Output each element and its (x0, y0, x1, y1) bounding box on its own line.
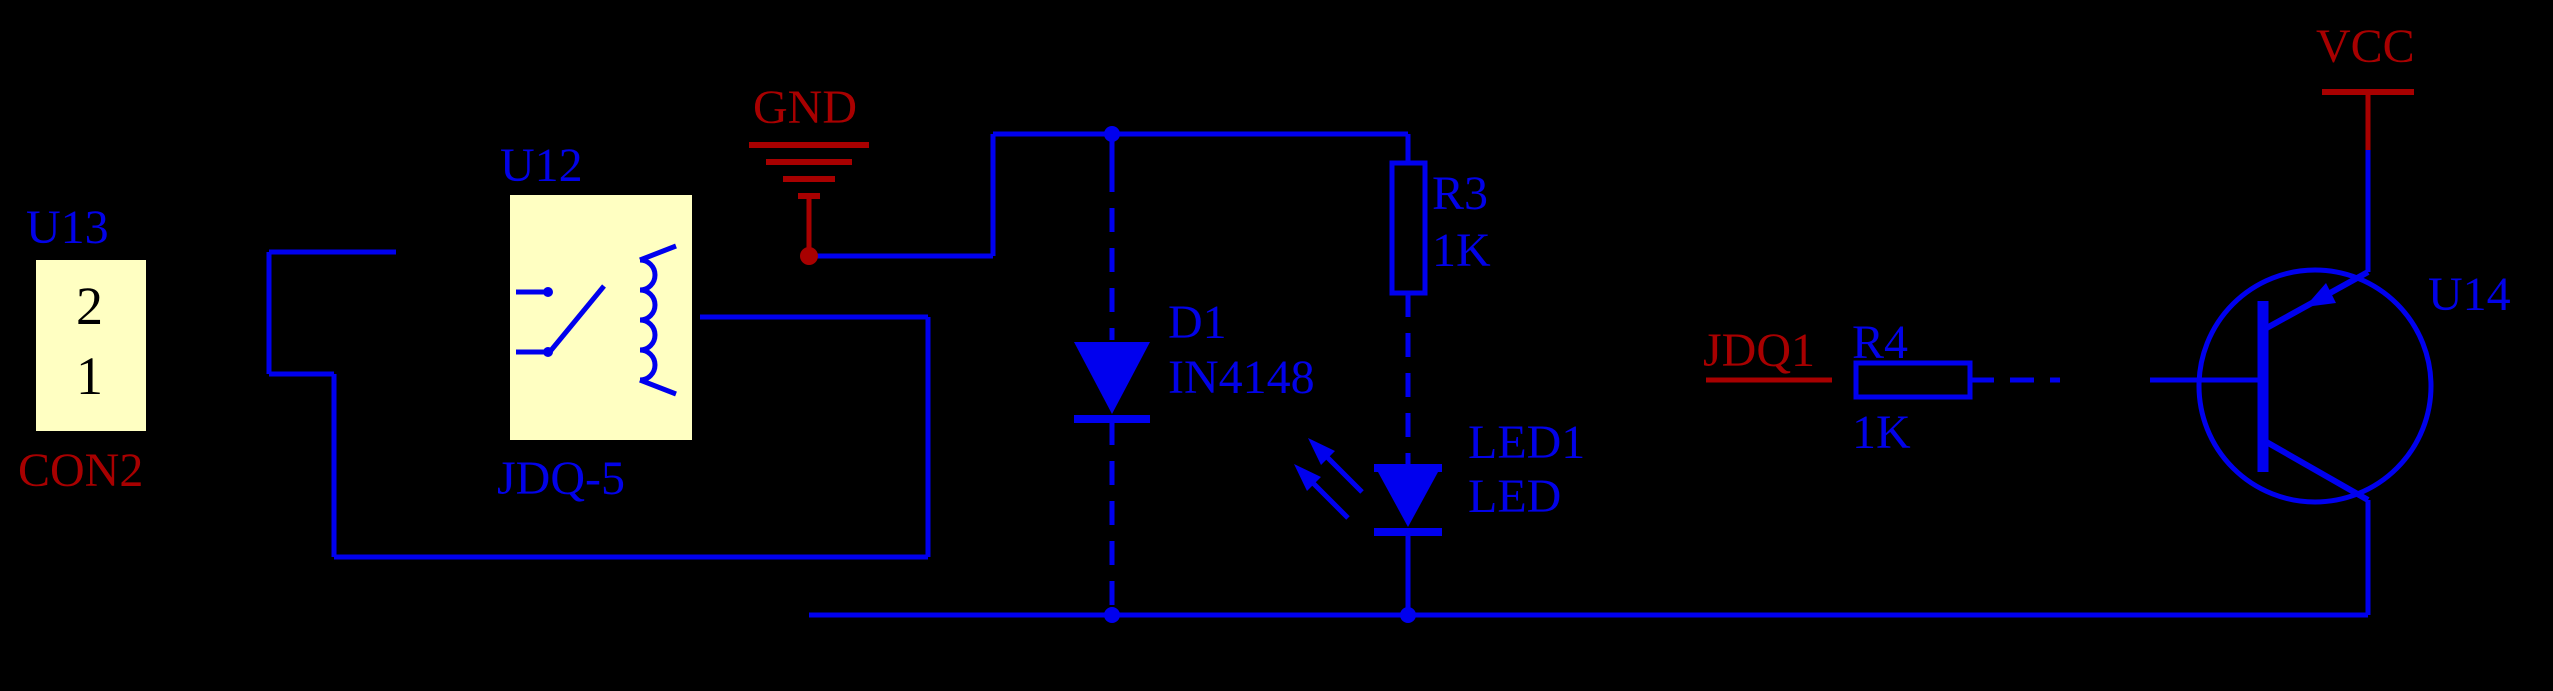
r3-designator-label: R3 (1432, 167, 1489, 220)
led1-symbol[interactable] (1294, 438, 1442, 536)
junction-dot (1400, 607, 1416, 623)
transistor-u14-symbol[interactable] (2196, 267, 2434, 505)
relay-u12-symbol[interactable] (516, 243, 677, 397)
connector-u13-body[interactable] (36, 260, 146, 431)
u12-part-label: JDQ-5 (497, 452, 625, 505)
relay-u12-body[interactable] (510, 195, 692, 440)
gnd-port-symbol[interactable] (749, 142, 869, 265)
u13-pin1-number: 1 (76, 346, 103, 406)
u13-designator-label: U13 (26, 201, 109, 254)
transistor-collector (2261, 437, 2370, 503)
vcc-port-symbol[interactable] (2322, 89, 2414, 150)
u13-pin2-number: 2 (76, 276, 103, 336)
gnd-junction-dot (800, 247, 818, 265)
junction-dot (1104, 607, 1120, 623)
junction-dot (1104, 126, 1120, 142)
transistor-arrow (2305, 283, 2336, 307)
led1-designator-label: LED1 (1468, 416, 1586, 469)
r4-designator-label: R4 (1852, 316, 1909, 369)
vcc-net-label: VCC (2316, 20, 2415, 73)
led-emission-arrows (1294, 438, 1364, 520)
led1-part-label: LED (1468, 470, 1562, 523)
u12-designator-label: U12 (500, 139, 583, 192)
jdq1-net-label[interactable]: JDQ1 (1703, 324, 1816, 377)
r3-value-label: 1K (1432, 224, 1491, 277)
d1-designator-label: D1 (1168, 296, 1227, 349)
u14-designator-label: U14 (2428, 268, 2511, 321)
d1-part-label: IN4148 (1168, 351, 1315, 404)
relay-blade (546, 284, 606, 356)
gnd-net-label: GND (753, 81, 857, 134)
resistor-r4-symbol[interactable] (1853, 360, 1973, 400)
diode-d1-symbol[interactable] (1074, 342, 1150, 423)
resistor-r3-symbol[interactable] (1389, 160, 1428, 296)
relay-coil (639, 257, 658, 383)
u13-part-label: CON2 (18, 444, 144, 497)
r4-value-label: 1K (1852, 406, 1911, 459)
wires[interactable] (266, 131, 2371, 618)
